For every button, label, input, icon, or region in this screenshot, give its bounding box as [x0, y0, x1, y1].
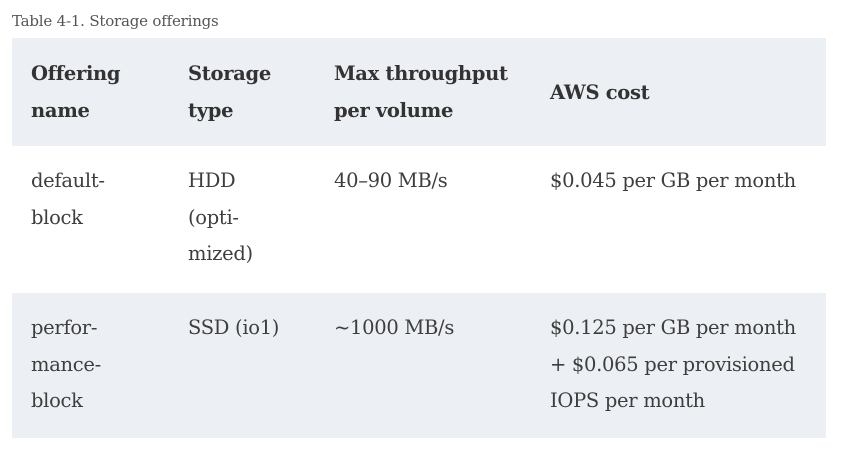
cell-storage-type: HDD (opti- mized) [188, 169, 253, 265]
cell-max-throughput: ~1000 MB/s [334, 316, 455, 339]
table-header-row: Offering name Storage type Max throughpu… [12, 38, 826, 146]
table-caption: Table 4-1. Storage offerings [12, 12, 219, 30]
cell-max-throughput: 40–90 MB/s [334, 169, 448, 192]
cell-aws-cost: $0.125 per GB per month + $0.065 per pro… [550, 316, 796, 412]
header-offering-name: Offering name [31, 62, 121, 122]
header-aws-cost: AWS cost [550, 81, 650, 104]
storage-offerings-table: Offering name Storage type Max throughpu… [12, 38, 826, 438]
header-storage-type: Storage type [188, 62, 271, 122]
table-row: perfor- mance- block SSD (io1) ~1000 MB/… [12, 293, 826, 438]
header-max-throughput: Max throughput per volume [334, 62, 508, 122]
cell-aws-cost: $0.045 per GB per month [550, 169, 796, 192]
cell-offering-name: perfor- mance- block [31, 316, 101, 412]
table-row: default- block HDD (opti- mized) 40–90 M… [12, 146, 826, 293]
cell-offering-name: default- block [31, 169, 105, 229]
cell-storage-type: SSD (io1) [188, 316, 280, 339]
